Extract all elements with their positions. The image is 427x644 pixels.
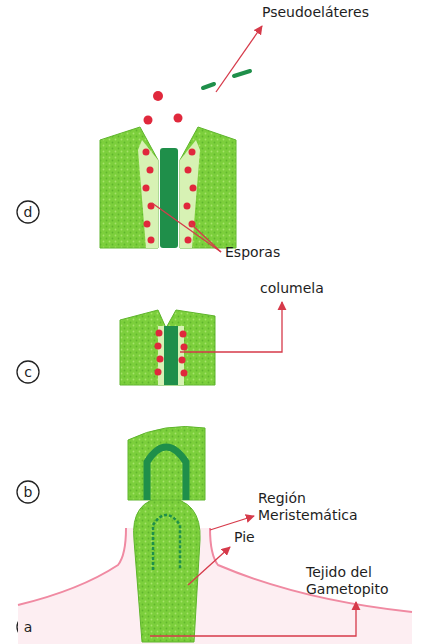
stage-letter: b bbox=[16, 480, 40, 504]
part-label: Pie bbox=[234, 529, 274, 546]
pseudoelaters bbox=[203, 71, 250, 88]
stage-letter: c bbox=[16, 360, 40, 384]
young-sporophyte bbox=[134, 497, 201, 642]
columella bbox=[160, 148, 178, 248]
part-label: Esporas bbox=[225, 244, 315, 261]
sporophyte-stage-c bbox=[120, 310, 215, 385]
capsule-valve bbox=[180, 127, 236, 248]
sporophyte-stage-b bbox=[128, 427, 205, 501]
spores bbox=[155, 330, 188, 377]
spores bbox=[143, 91, 197, 244]
columella bbox=[164, 326, 178, 385]
stage-letter: d bbox=[16, 200, 40, 224]
meristem-line bbox=[153, 515, 180, 570]
gametophyte-outline bbox=[18, 528, 126, 605]
letter-circles bbox=[17, 201, 39, 638]
archesporium bbox=[147, 447, 186, 500]
stage-letter: a bbox=[16, 615, 40, 639]
leader-lines bbox=[150, 26, 356, 636]
spore-zone bbox=[180, 140, 200, 248]
part-label: columela bbox=[260, 280, 360, 297]
part-label: Región Meristemática bbox=[258, 490, 383, 524]
spore-zone bbox=[138, 140, 158, 248]
part-label: Tejido del Gametopito bbox=[306, 564, 418, 598]
capsule-valve bbox=[100, 127, 158, 248]
part-label: Pseudoeláteres bbox=[262, 4, 412, 21]
